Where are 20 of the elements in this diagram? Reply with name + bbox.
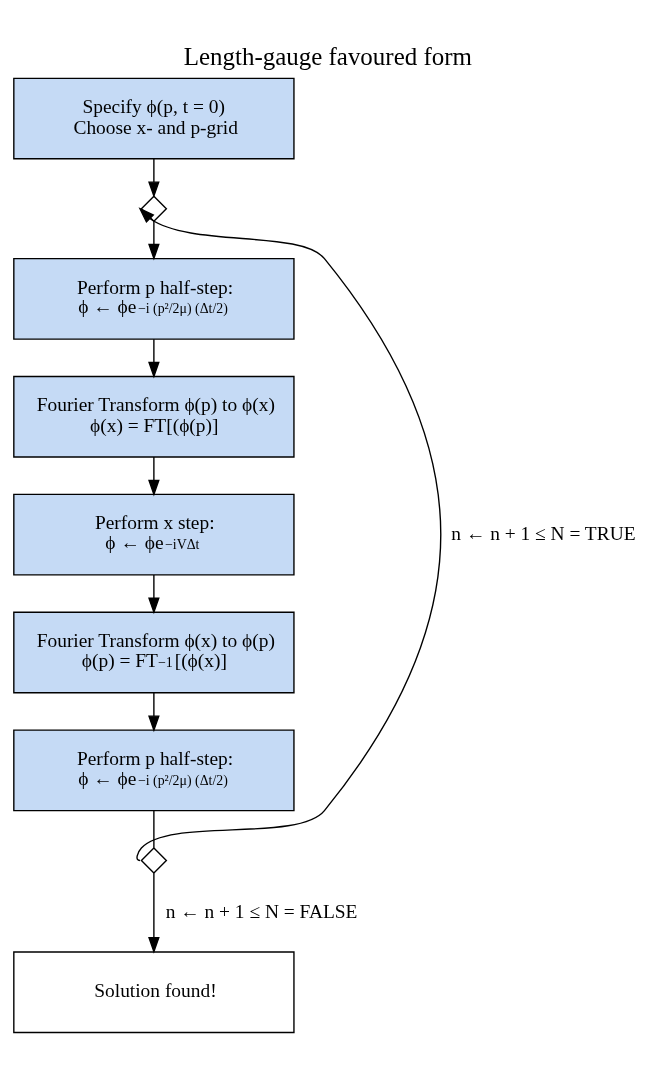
node-box: Perform x step: ϕ ← ϕe−iVΔt — [13, 493, 295, 576]
node-box: Fourier Transform ϕ(x) to ϕ(p) ϕ(p) = FT−1[(ϕ(x)] — [13, 611, 295, 694]
arrow — [148, 872, 160, 954]
node-box: Perform p half-step: ϕ ← ϕe−i (p²/2μ) (Δt/2) — [13, 257, 295, 340]
arrow — [148, 338, 160, 379]
connector — [153, 810, 155, 849]
edge-label: n ← n + 1 ≤ N = FALSE — [165, 901, 358, 923]
arrow — [148, 574, 160, 615]
diagram-title: Length-gauge favoured form — [183, 43, 472, 71]
node-box: Fourier Transform ϕ(p) to ϕ(x) ϕ(x) = FT[(ϕ(p)] — [13, 375, 295, 458]
edge-label: n ← n + 1 ≤ N = TRUE — [451, 523, 636, 545]
arrow — [148, 456, 160, 497]
node-box: Specify ϕ(p, t = 0) Choose x- and p-grid — [13, 77, 295, 160]
arrow — [148, 158, 160, 199]
node-diamond — [140, 847, 168, 874]
node-box: Perform p half-step: ϕ ← ϕe−i (p²/2μ) (Δt/2) — [13, 729, 295, 812]
node-box: Solution found! — [13, 951, 295, 1034]
arrow — [148, 692, 160, 733]
arrow — [136, 207, 442, 862]
arrow — [148, 220, 160, 261]
